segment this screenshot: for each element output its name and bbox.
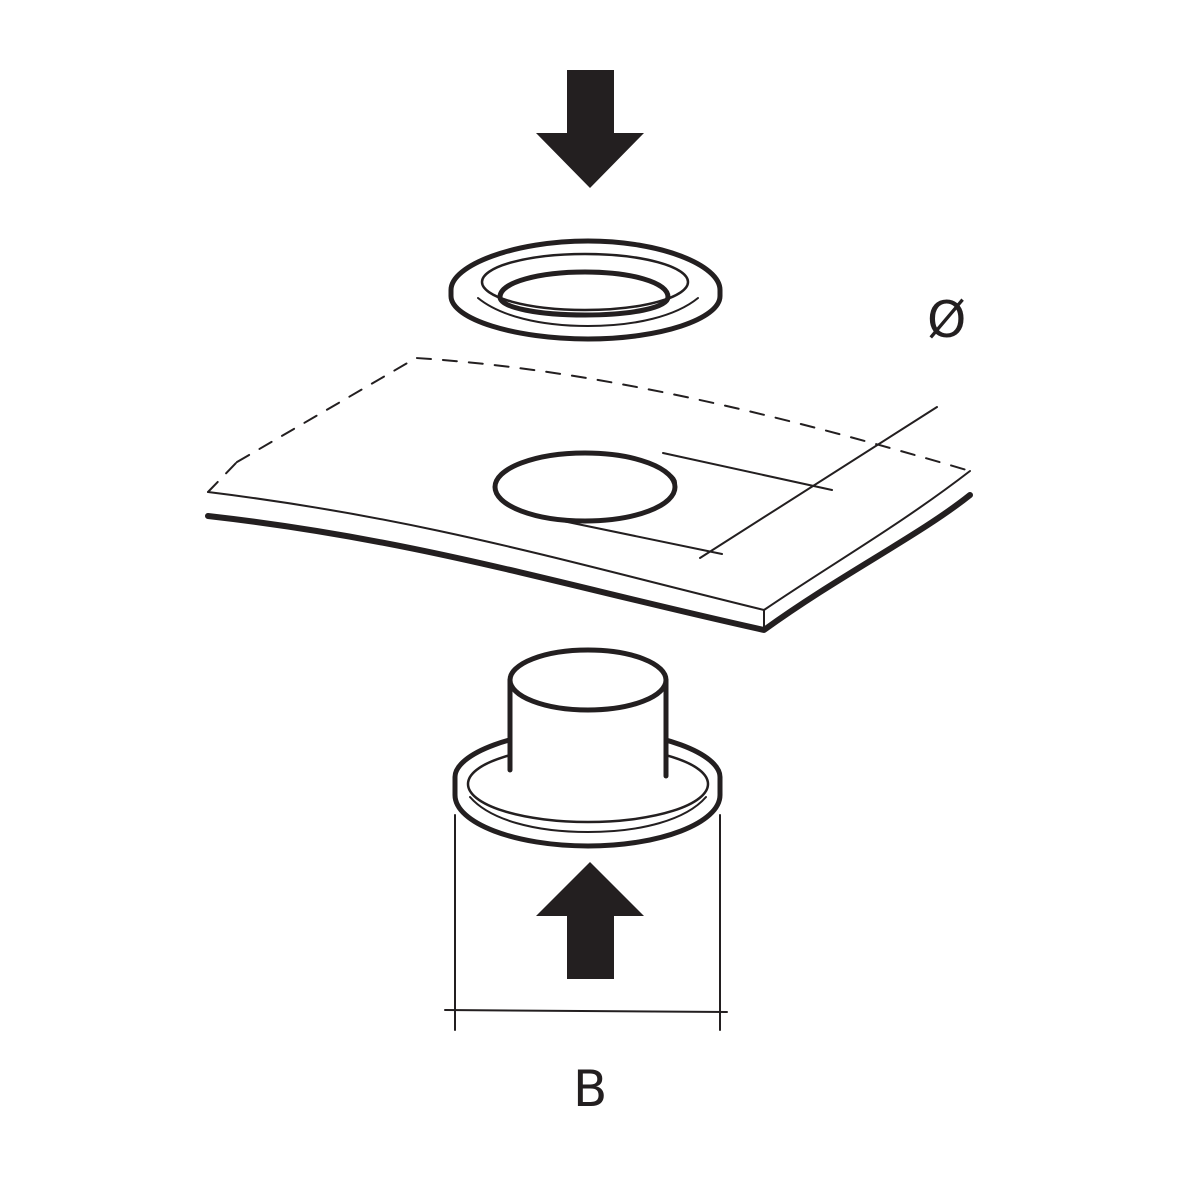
fabric-sheet bbox=[205, 357, 973, 633]
press-arrow-up-icon bbox=[536, 862, 644, 979]
eyelet-grommet bbox=[452, 647, 723, 849]
diameter-dimension bbox=[552, 406, 938, 559]
fabric-hole bbox=[492, 450, 678, 524]
width-label: B bbox=[573, 1060, 607, 1118]
width-dimension bbox=[444, 814, 728, 1031]
press-arrow-down-icon bbox=[536, 70, 644, 188]
diameter-label: Ø bbox=[927, 291, 966, 349]
eyelet-washer-ring bbox=[448, 238, 723, 342]
